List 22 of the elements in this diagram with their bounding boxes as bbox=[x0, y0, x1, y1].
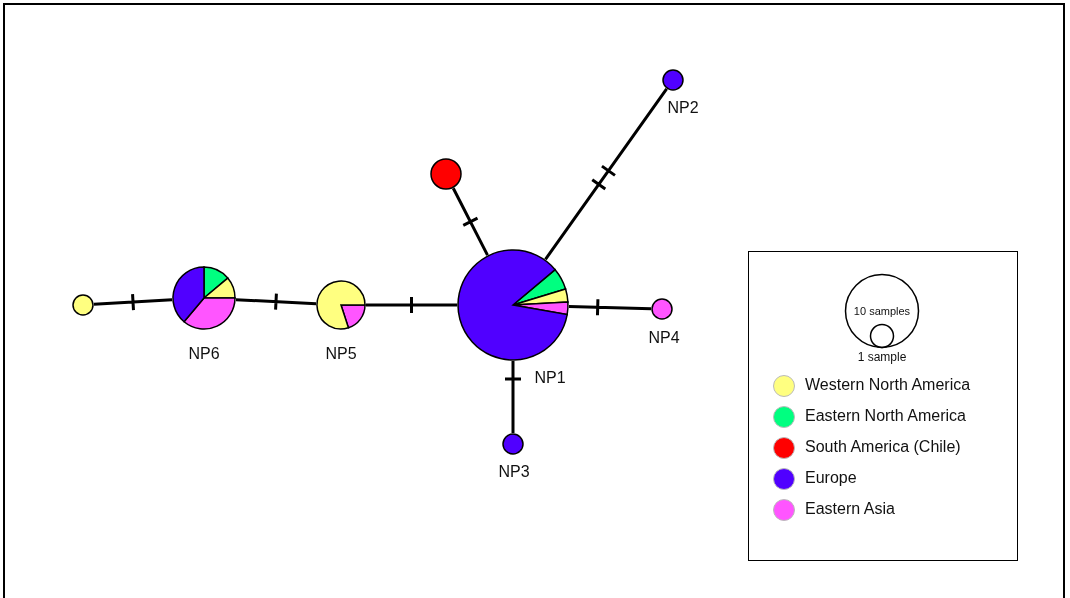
legend-label: Western North America bbox=[805, 376, 971, 394]
network-link bbox=[234, 292, 318, 312]
haplotype-label: NP1 bbox=[534, 369, 566, 387]
haplotype-circle bbox=[430, 158, 462, 190]
scale-label: 1 sample bbox=[857, 350, 907, 364]
haplotype-label: NP4 bbox=[648, 329, 680, 347]
scale-label: 10 samples bbox=[853, 305, 911, 317]
legend-label: Europe bbox=[805, 469, 857, 487]
network-link bbox=[567, 297, 653, 317]
network-link bbox=[543, 87, 669, 261]
haplotype-label: NP6 bbox=[188, 345, 220, 363]
network-link bbox=[451, 186, 489, 257]
haplotype-label: NP2 bbox=[667, 99, 699, 117]
haplotype-label: NP3 bbox=[498, 463, 530, 481]
legend-label: South America (Chile) bbox=[805, 438, 961, 456]
legend-label: Eastern North America bbox=[805, 407, 966, 425]
haplotype-label: NP5 bbox=[325, 345, 357, 363]
legend-label: Eastern Asia bbox=[805, 500, 895, 518]
network-link bbox=[503, 359, 523, 435]
network-link bbox=[92, 292, 174, 312]
network-link bbox=[364, 295, 459, 315]
haplotype-circle bbox=[72, 294, 94, 316]
